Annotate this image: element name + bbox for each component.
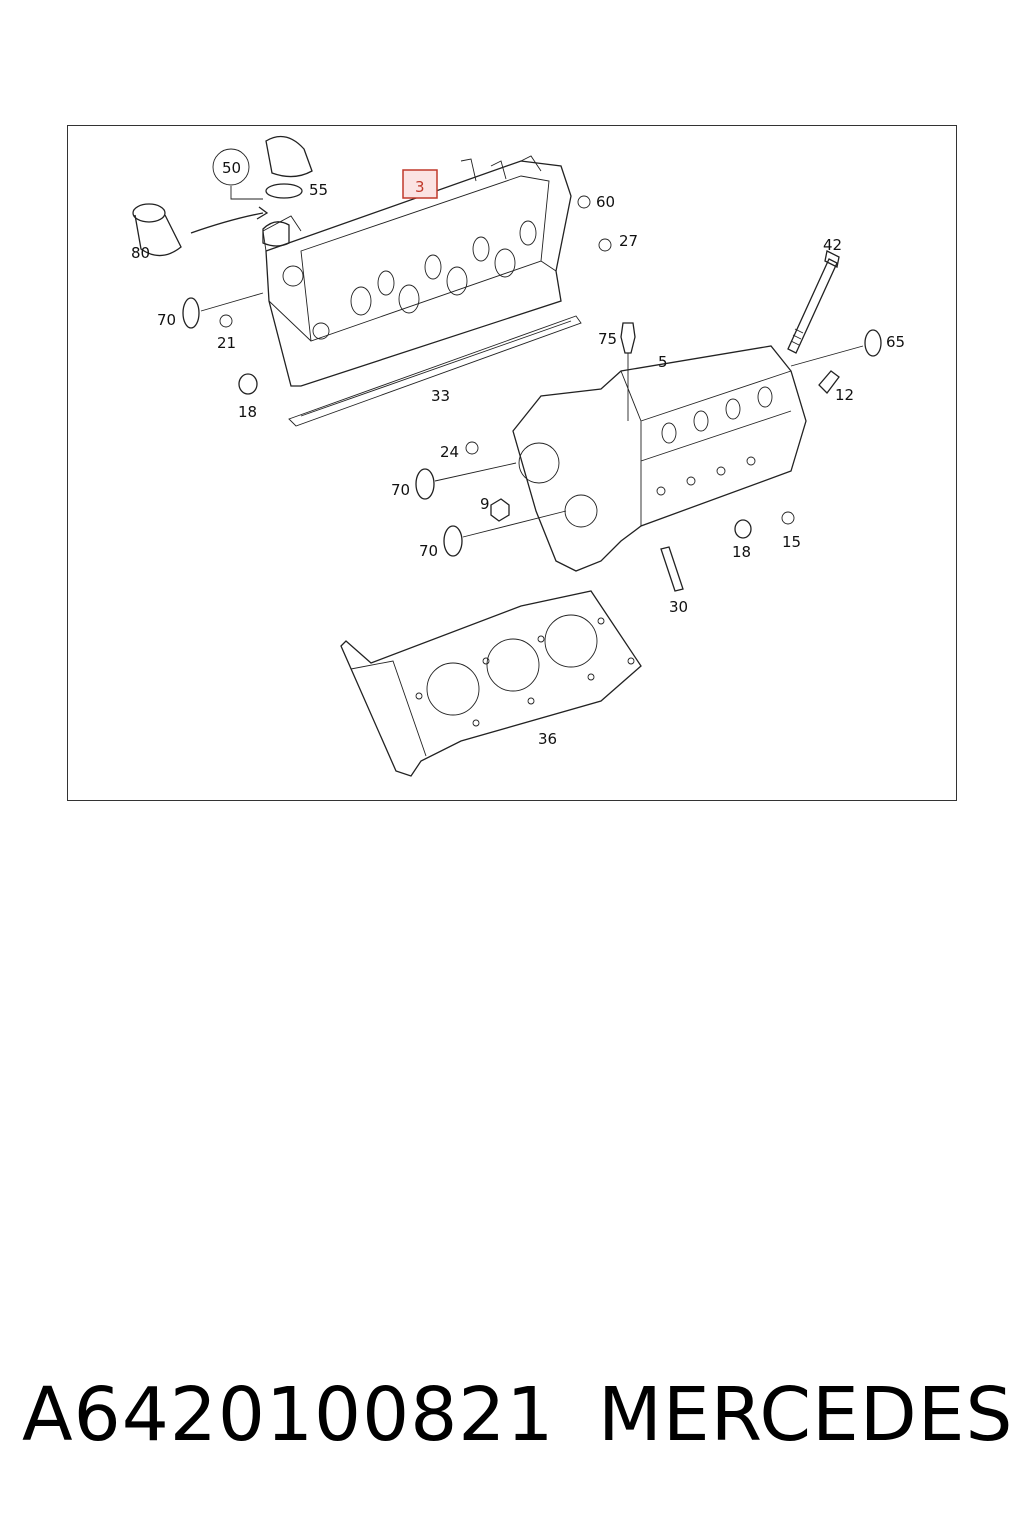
sleeve-part-lower bbox=[734, 519, 752, 539]
callout-75: 75 bbox=[598, 330, 617, 348]
stud-part bbox=[660, 546, 684, 592]
cylinder-head-left bbox=[262, 155, 572, 387]
plug-27 bbox=[598, 238, 612, 252]
callout-80: 80 bbox=[131, 244, 150, 262]
callout-18-upper: 18 bbox=[238, 403, 257, 421]
sleeve-part-upper bbox=[238, 373, 258, 395]
cylinder-head-right bbox=[512, 345, 807, 572]
parts-diagram: 50 55 3 60 27 80 42 70 21 75 65 5 12 18 … bbox=[131, 135, 905, 777]
callout-9: 9 bbox=[480, 495, 490, 513]
cap-part bbox=[265, 135, 313, 178]
callout-21: 21 bbox=[217, 334, 236, 352]
bolt-12 bbox=[818, 370, 840, 394]
valve-cover-gasket bbox=[288, 315, 582, 427]
callout-36: 36 bbox=[538, 730, 557, 748]
callout-3-highlight-box bbox=[402, 169, 438, 199]
parts-diagram-frame: 50 55 3 60 27 80 42 70 21 75 65 5 12 18 … bbox=[67, 125, 957, 801]
sensor-part bbox=[620, 322, 636, 354]
shaft-seal-lower bbox=[443, 525, 463, 557]
seal-ring bbox=[265, 183, 303, 199]
shaft-seal-right bbox=[864, 329, 882, 357]
plug-24 bbox=[465, 441, 479, 455]
dowel-part bbox=[490, 498, 510, 522]
callout-70-lower: 70 bbox=[419, 542, 438, 560]
callout-3[interactable]: 3 bbox=[415, 178, 425, 196]
callout-50: 50 bbox=[222, 159, 241, 177]
shaft-seal-upper bbox=[182, 297, 200, 329]
callout-55: 55 bbox=[309, 181, 328, 199]
callout-42: 42 bbox=[823, 236, 842, 254]
shaft-seal-mid bbox=[415, 468, 435, 500]
callout-70-mid: 70 bbox=[391, 481, 410, 499]
head-bolt bbox=[787, 250, 840, 354]
plug-part bbox=[219, 314, 233, 328]
plug-60 bbox=[577, 195, 591, 209]
callout-18-lower: 18 bbox=[732, 543, 751, 561]
part-footer: A6420100821 MERCEDES bbox=[0, 1372, 1024, 1472]
callout-33: 33 bbox=[431, 387, 450, 405]
callout-12: 12 bbox=[835, 386, 854, 404]
callout-30: 30 bbox=[669, 598, 688, 616]
callout-70-upper: 70 bbox=[157, 311, 176, 329]
callout-50-circle bbox=[212, 148, 250, 186]
callout-15: 15 bbox=[782, 533, 801, 551]
head-gasket bbox=[340, 590, 642, 777]
brand-name: MERCEDES bbox=[598, 1372, 1014, 1458]
plug-15 bbox=[781, 511, 795, 525]
callout-60: 60 bbox=[596, 193, 615, 211]
callout-65: 65 bbox=[886, 333, 905, 351]
callout-27: 27 bbox=[619, 232, 638, 250]
part-number: A6420100821 bbox=[22, 1372, 555, 1458]
filler-neck bbox=[132, 203, 269, 257]
callout-24: 24 bbox=[440, 443, 459, 461]
callout-5: 5 bbox=[658, 353, 668, 371]
